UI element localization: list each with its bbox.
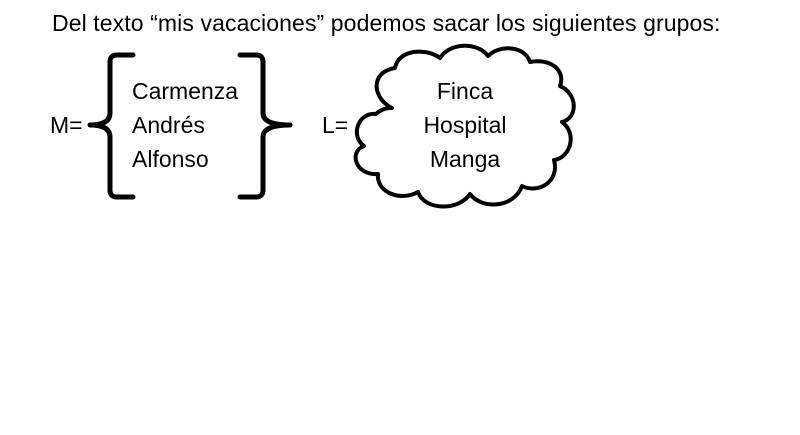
set-l-label: L= [322, 112, 349, 138]
set-m-label: M= [50, 112, 83, 138]
title: Del texto “mis vacaciones” podemos sacar… [52, 10, 721, 36]
set-l-item: Finca [436, 78, 494, 104]
set-m-item: Alfonso [132, 146, 209, 172]
set-l-item: Manga [429, 146, 501, 172]
set-l-items: Finca Hospital Manga [405, 74, 525, 176]
set-m-items: Carmenza Andrés Alfonso [132, 74, 238, 176]
set-m-item: Carmenza [132, 78, 239, 104]
set-m-item: Andrés [132, 112, 205, 138]
set-l-item: Hospital [423, 112, 507, 138]
